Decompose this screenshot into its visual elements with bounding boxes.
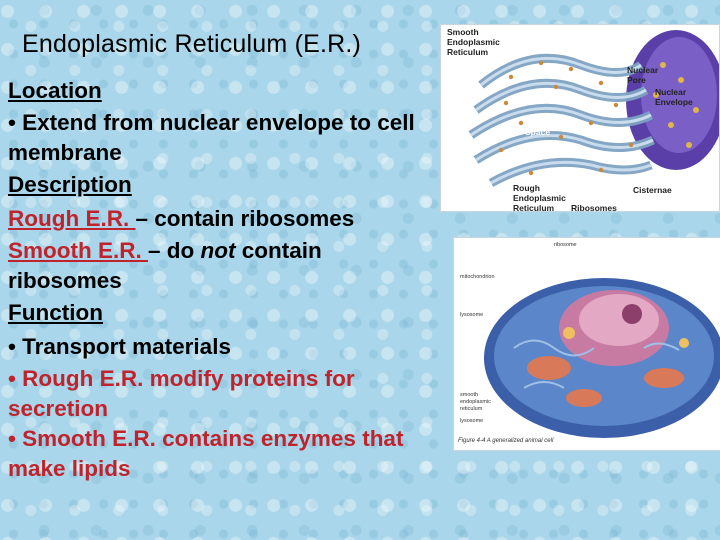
- er-illustration: [468, 30, 719, 187]
- rough-er-text: – contain ribosomes: [135, 206, 355, 231]
- label-smooth-er: Smooth Endoplasmic Reticulum: [447, 27, 500, 57]
- smooth-er-term: Smooth E.R.: [8, 238, 148, 263]
- location-heading: Location: [8, 78, 102, 103]
- slide-title: Endoplasmic Reticulum (E.R.): [22, 30, 362, 58]
- location-bullet: • Extend from nuclear envelope to cell m…: [8, 110, 415, 165]
- cell-label-3: smooth endoplasmic reticulum: [460, 392, 491, 412]
- label-rough-er: Rough Endoplasmic Reticulum: [513, 183, 566, 212]
- smooth-er-text-2: contain ribosomes: [8, 238, 322, 293]
- smooth-er-not: not: [200, 238, 236, 263]
- content-text: Location • Extend from nuclear envelope …: [8, 74, 433, 484]
- cell-label-4: ribosome: [554, 242, 577, 248]
- cell-diagram: mitochondrion lysosome smooth endoplasmi…: [453, 237, 720, 451]
- cell-illustration: [484, 278, 720, 438]
- function-bullet-3: • Smooth E.R. contains enzymes that make…: [8, 426, 404, 481]
- label-ribosomes: Ribosomes: [571, 203, 617, 212]
- cell-label-5: lysosome: [460, 418, 484, 424]
- function-heading: Function: [8, 300, 103, 325]
- label-cisternal-space: Cisternal Space: [525, 117, 562, 137]
- function-bullet-1: • Transport materials: [8, 334, 231, 359]
- rough-er-term: Rough E.R.: [8, 206, 136, 231]
- rough-er-line: Rough E.R. – contain ribosomes: [8, 202, 433, 236]
- cell-label-1: mitochondrion: [460, 274, 495, 280]
- label-nuclear-envelope: Nuclear Envelope: [655, 87, 693, 107]
- er-diagram: Smooth Endoplasmic Reticulum Nuclear Por…: [440, 24, 720, 212]
- cell-caption: Figure 4-4 A generalized animal cell: [458, 438, 554, 444]
- label-nuclear-pore: Nuclear Pore: [627, 65, 659, 85]
- smooth-er-line: Smooth E.R. – do not contain ribosomes: [8, 236, 433, 296]
- smooth-er-text-1: – do: [148, 238, 201, 263]
- function-bullet-2: • Rough E.R. modify proteins for secreti…: [8, 366, 355, 421]
- label-cisternae: Cisternae: [633, 185, 672, 195]
- cell-label-2: lysosome: [460, 312, 484, 318]
- description-heading: Description: [8, 172, 132, 197]
